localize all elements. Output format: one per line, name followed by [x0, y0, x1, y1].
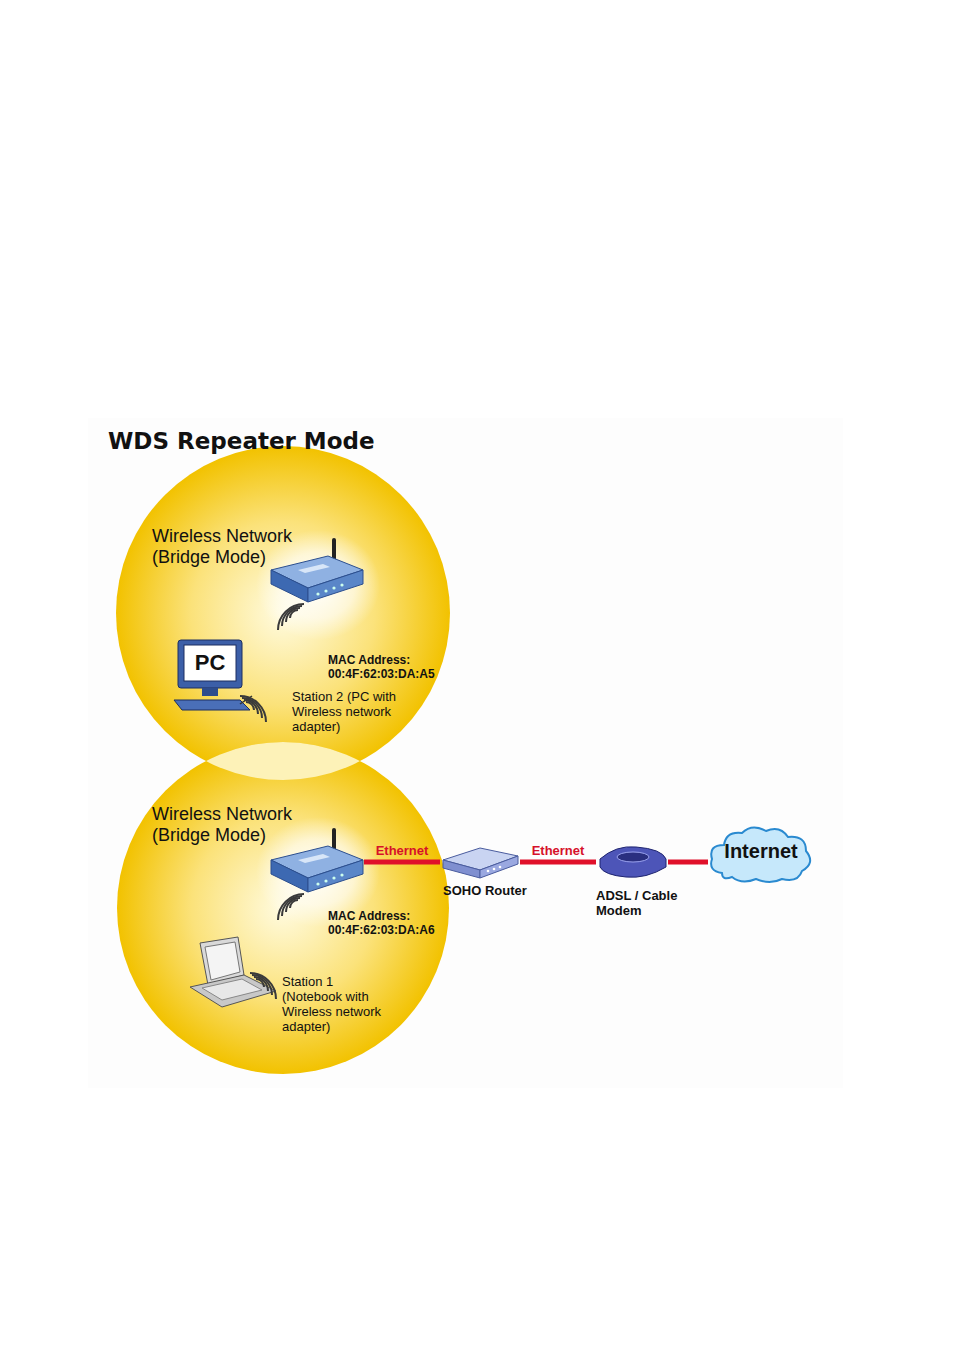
pc-station: PCStation 2 (PC with Wireless network ad…: [170, 638, 270, 713]
cable-label: Ethernet: [530, 843, 587, 858]
node-label: Station 2 (PC with Wireless network adap…: [292, 690, 410, 735]
node-label: PC: [184, 650, 236, 675]
device-picture: [596, 843, 668, 879]
node-label: Wireless Network (Bridge Mode): [152, 804, 332, 845]
network-circle: Wireless Network (Bridge Mode)MAC Addres…: [117, 742, 449, 1074]
lower-network-circle: [117, 742, 449, 1074]
soho-router: SOHO Router: [440, 846, 520, 880]
node-label: MAC Address: 00:4F:62:03:DA:A6: [328, 910, 456, 938]
access-point: MAC Address: 00:4F:62:03:DA:A5: [268, 540, 364, 610]
node-label: Wireless Network (Bridge Mode): [152, 526, 332, 567]
node-label: SOHO Router: [443, 884, 543, 899]
node-label: Station 1 (Notebook with Wireless networ…: [282, 975, 392, 1035]
adsl-modem: ADSL / Cable Modem: [596, 843, 668, 879]
device-picture: [440, 846, 520, 880]
node-label: ADSL / Cable Modem: [596, 889, 696, 919]
diagram-title: WDS Repeater Mode: [108, 428, 375, 454]
overlap-region: [117, 742, 449, 1074]
access-point: MAC Address: 00:4F:62:03:DA:A6: [268, 830, 364, 900]
upper-network-circle: [116, 446, 450, 780]
node-label: Internet: [708, 840, 814, 863]
network-circle: Wireless Network (Bridge Mode)MAC Addres…: [116, 446, 450, 780]
ethernet-cable: [668, 860, 708, 865]
device-picture: [188, 935, 283, 1010]
device-picture: [268, 540, 368, 650]
node-label: MAC Address: 00:4F:62:03:DA:A5: [328, 654, 456, 682]
ethernet-cable: [364, 860, 440, 865]
internet-cloud: Internet: [708, 823, 814, 885]
notebook-station: Station 1 (Notebook with Wireless networ…: [188, 935, 280, 1007]
ethernet-cable: [520, 860, 596, 865]
cable-label: Ethernet: [374, 843, 431, 858]
